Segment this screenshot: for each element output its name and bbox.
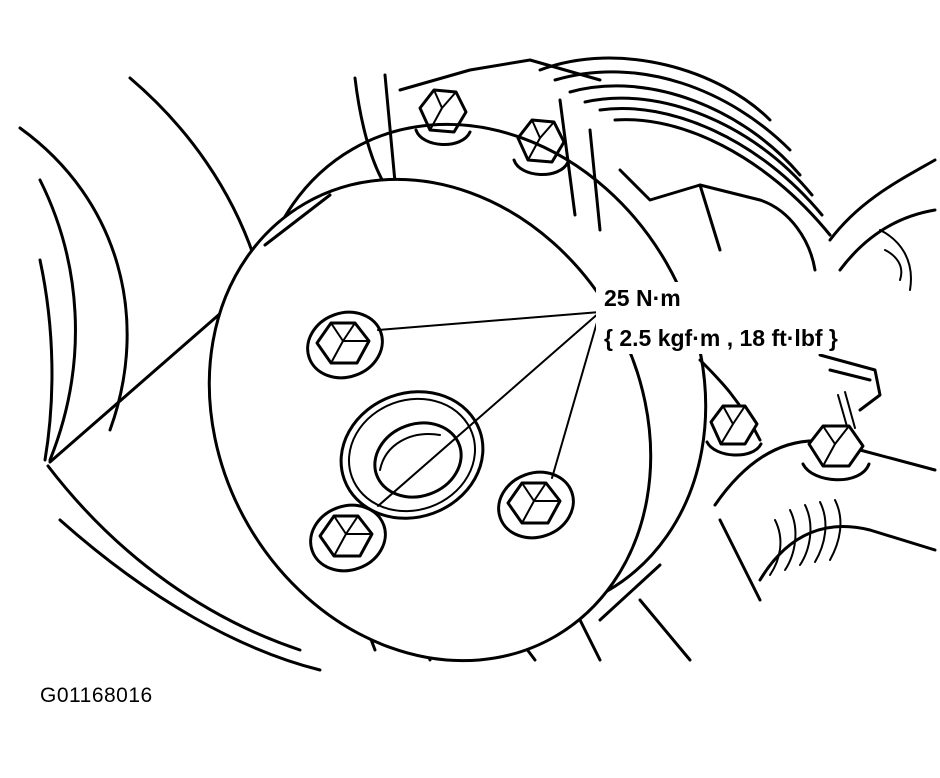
engine-housing-lines — [18, 56, 937, 672]
bolt-icon — [309, 503, 387, 573]
bolt-icon — [801, 424, 871, 482]
figure-id: G01168016 — [40, 684, 153, 707]
bolt-icon — [414, 88, 472, 146]
torque-value-nm: 25 N·m — [604, 285, 681, 311]
torque-callout: 25 N·m { 2.5 kgf·m , 18 ft·lbf } — [596, 282, 886, 354]
bolt-icon — [306, 310, 384, 380]
bolt-icon — [497, 470, 575, 540]
leader-lines — [377, 311, 601, 507]
torque-value-alt: { 2.5 kgf·m , 18 ft·lbf } — [604, 325, 838, 351]
pulley-icon — [207, 122, 708, 663]
bolt-icon — [705, 404, 763, 457]
